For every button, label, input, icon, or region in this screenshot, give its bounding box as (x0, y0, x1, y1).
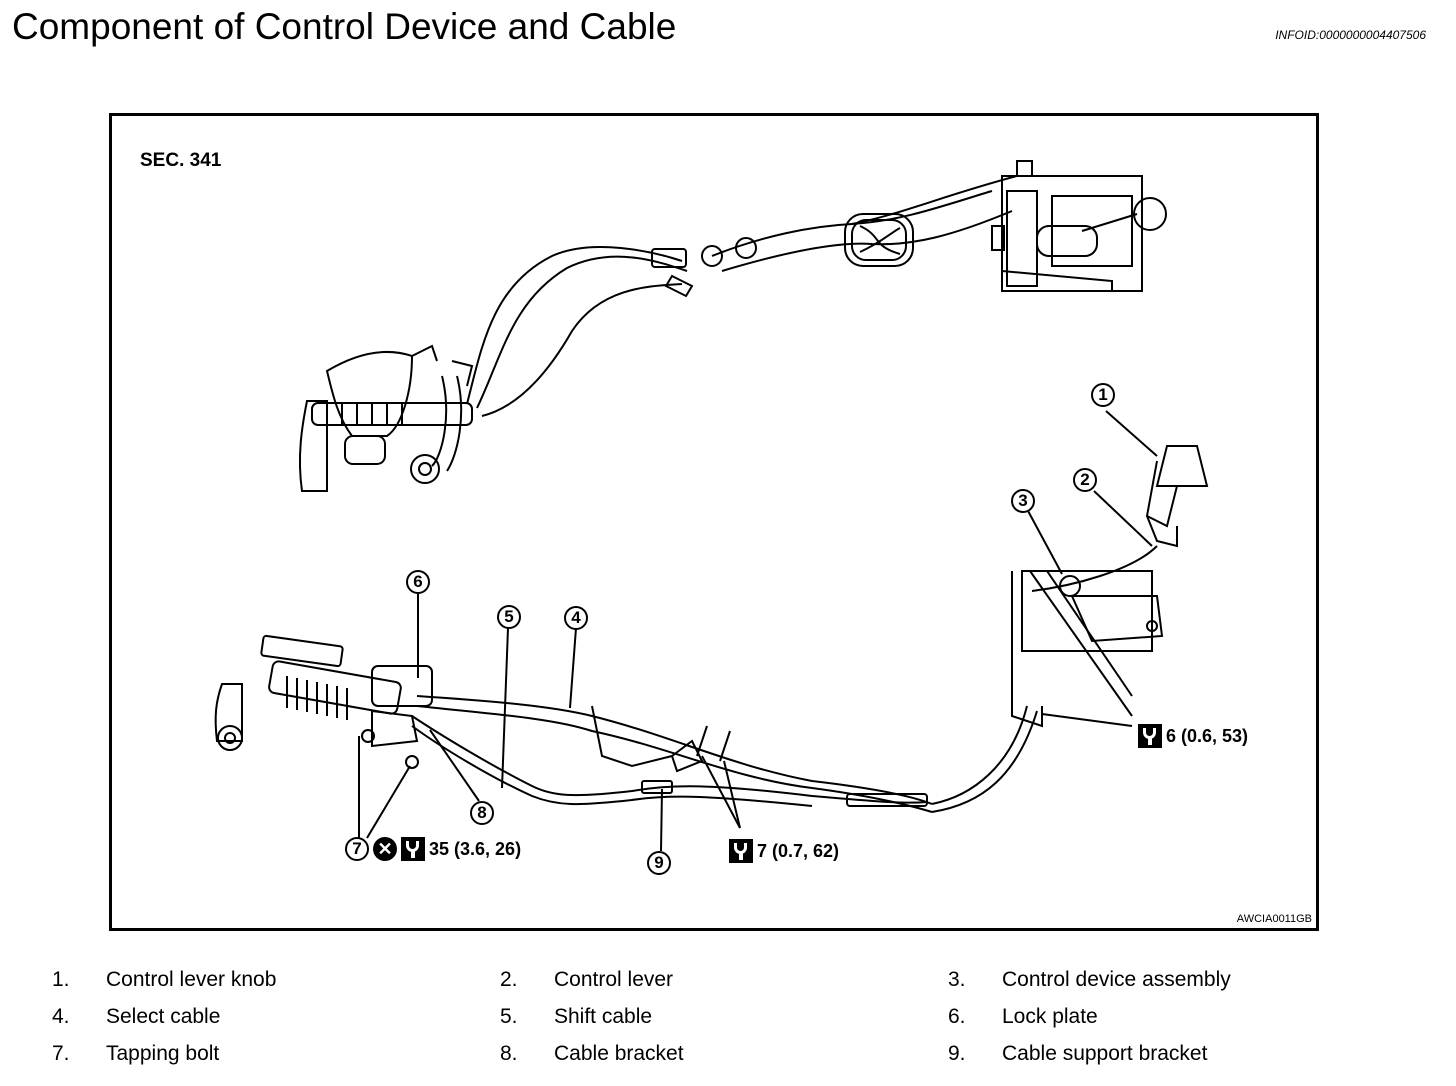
legend-label: Cable support bracket (1002, 1042, 1208, 1065)
legend-number: 4. (52, 1005, 70, 1028)
callout-1: 1 (1091, 383, 1115, 407)
upper-transaxle-mount (298, 344, 474, 492)
page-title: Component of Control Device and Cable (12, 6, 677, 47)
callout-5: 5 (497, 605, 521, 629)
callout-2: 2 (1073, 468, 1097, 492)
figure-code: AWCIA0011GB (1236, 913, 1312, 925)
torque-wrench-icon (401, 837, 425, 861)
legend-label: Lock plate (1002, 1005, 1098, 1028)
torque-label-6: 6 (0.6, 53) (1138, 724, 1248, 748)
callout-7: 7 (345, 837, 369, 861)
legend-number: 8. (500, 1042, 518, 1065)
legend-number: 9. (948, 1042, 966, 1065)
legend-label: Control lever (554, 968, 674, 991)
legend-item: 8. Cable bracket (500, 1042, 684, 1066)
legend-number: 6. (948, 1005, 966, 1028)
lower-transaxle-mount (214, 634, 433, 769)
torque-value-35: 35 (3.6, 26) (429, 838, 522, 859)
lower-cables (411, 695, 1038, 813)
torque-wrench-icon (729, 839, 753, 863)
legend-label: Shift cable (554, 1005, 653, 1028)
legend-item: 9. Cable support bracket (948, 1042, 1207, 1066)
component-diagram: SEC. 341 1 2 3 4 5 6 8 9 6 (0.6, 53) 7 ✕… (109, 113, 1319, 931)
torque-label-7: 7 (0.7, 62) (729, 839, 839, 863)
callout-8: 8 (470, 801, 494, 825)
callout-3: 3 (1011, 489, 1035, 513)
legend-number: 5. (500, 1005, 518, 1028)
diagram-drawing (214, 160, 1209, 852)
legend-item: 2. Control lever (500, 968, 673, 992)
legend-label: Tapping bolt (106, 1042, 220, 1065)
torque-value-7: 7 (0.7, 62) (757, 840, 840, 861)
legend-number: 3. (948, 968, 966, 991)
upper-cable-assembly (466, 175, 1018, 417)
legend-label: Select cable (106, 1005, 221, 1028)
torque-wrench-icon (1138, 724, 1162, 748)
legend-label: Control lever knob (106, 968, 277, 991)
legend-number: 2. (500, 968, 518, 991)
legend-label: Control device assembly (1002, 968, 1231, 991)
callout-6: 6 (406, 570, 430, 594)
info-id: INFOID:0000000004407506 (1275, 28, 1426, 42)
legend-label: Cable bracket (554, 1042, 684, 1065)
do-not-reuse-icon: ✕ (373, 837, 397, 861)
callout-9: 9 (647, 851, 671, 875)
legend-item: 7. Tapping bolt (52, 1042, 219, 1066)
legend-item: 6. Lock plate (948, 1005, 1098, 1029)
legend-number: 7. (52, 1042, 70, 1065)
legend-item: 4. Select cable (52, 1005, 220, 1029)
section-label: SEC. 341 (140, 150, 222, 171)
legend-item: 5. Shift cable (500, 1005, 652, 1029)
leader-lines (358, 410, 1158, 852)
torque-value-6: 6 (0.6, 53) (1166, 725, 1249, 746)
upper-control-device (991, 160, 1167, 292)
legend-item: 3. Control device assembly (948, 968, 1231, 992)
legend-item: 1. Control lever knob (52, 968, 276, 992)
legend-number: 1. (52, 968, 70, 991)
torque-label-35: 7 ✕ 35 (3.6, 26) (345, 837, 521, 861)
callout-4: 4 (564, 606, 588, 630)
